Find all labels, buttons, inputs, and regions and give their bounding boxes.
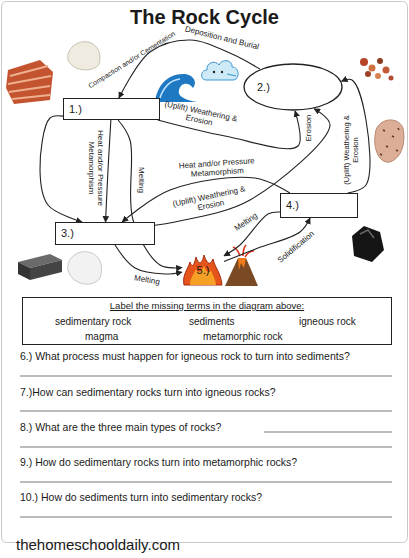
lava-spurt [233,245,254,257]
process-arrow [342,79,370,193]
process-label: (Uplift) Weathering & Erosion [164,183,256,220]
label-box: 4.) [280,193,358,218]
process-arrow [106,120,111,222]
process-arrow [118,120,182,268]
answer-line [20,411,392,412]
process-label: Melting [122,271,173,289]
label-ellipse: 2.) [243,63,343,111]
sediment-pebble [369,65,376,72]
sediment-pebble [365,71,371,77]
marble-rock [68,252,102,284]
answer-line [20,517,392,518]
question-text: 8.) What are the three main types of roc… [20,421,221,433]
sediment-pebble [377,58,383,64]
sediment-pebble [383,67,390,74]
question-text: 7.)How can sedimentary rocks turn into i… [20,386,276,398]
callout-number: 3.) [61,227,74,239]
white-rock [68,42,100,70]
process-arrow [122,177,290,222]
footer-url: thehomeschooldaily.com [16,536,180,553]
answer-line [20,376,392,377]
sediment-pebble [375,73,381,79]
label-box: 3.) [55,222,155,245]
process-label: Compaction and/or Cementation [75,22,190,98]
callout-number: 1.) [69,103,82,115]
obsidian-rock [352,226,384,262]
sediment-pebble [389,76,394,81]
term-word: sediments [189,316,235,327]
red-banded-rock [6,60,53,104]
answer-line [20,482,392,483]
page-frame [2,2,408,543]
rock-band [8,66,51,99]
process-label: Heat and/or Pressure Metamorphism [169,156,265,181]
term-word: magma [85,331,118,342]
cloud [202,61,239,80]
granite-rock [375,120,404,162]
label-box: 1.) [63,98,160,120]
ellipse-outline [244,64,342,110]
answer-line [20,447,392,448]
question-text: 10.) How do sediments turn into sediment… [20,491,262,503]
process-label: (Uplift) Weathering & Erosion [343,106,360,194]
process-label: Solidification [266,221,326,273]
process-label: Heat and/or Pressure Metamorphism [87,123,105,213]
term-word: metamorphic rock [203,331,282,342]
callout-number: 2.) [257,81,270,93]
volcano [225,258,258,286]
sediment-pebble [360,58,368,66]
term-word: sedimentary rock [55,316,131,327]
callout-number: 4.) [286,199,299,211]
process-label: Melting [136,150,145,210]
slate-rock [30,260,62,280]
cloud-breath [227,74,236,76]
instruction-text: Label the missing terms in the diagram a… [23,301,391,311]
process-label: Erosion [304,114,313,141]
process-label: Melting [223,204,269,240]
cloud-eye [213,71,215,73]
magma-shape [184,255,222,285]
granite-speckle [380,128,399,155]
term-word: igneous rock [299,316,356,327]
question-text: 6.) What process must happen for igneous… [20,350,350,362]
word-bank-box: Label the missing terms in the diagram a… [22,297,392,345]
process-arrow [115,245,182,274]
volcano-lava [238,258,246,270]
magma-blob: 5.) [182,254,224,286]
slate-rock [18,262,30,280]
process-label: Deposition and Burial [184,24,260,51]
answer-line [264,432,392,433]
callout-number: 5.) [197,264,210,276]
wave [155,74,197,102]
wave-foam [160,79,180,98]
process-label: (Uplift) Weathering & Erosion [154,98,246,135]
cloud-eye [221,71,223,73]
question-text: 9.) How do sedimentary rocks turn into m… [20,456,297,468]
obsidian-shine [360,230,374,238]
process-arrow [40,116,82,222]
title: The Rock Cycle [0,6,409,29]
